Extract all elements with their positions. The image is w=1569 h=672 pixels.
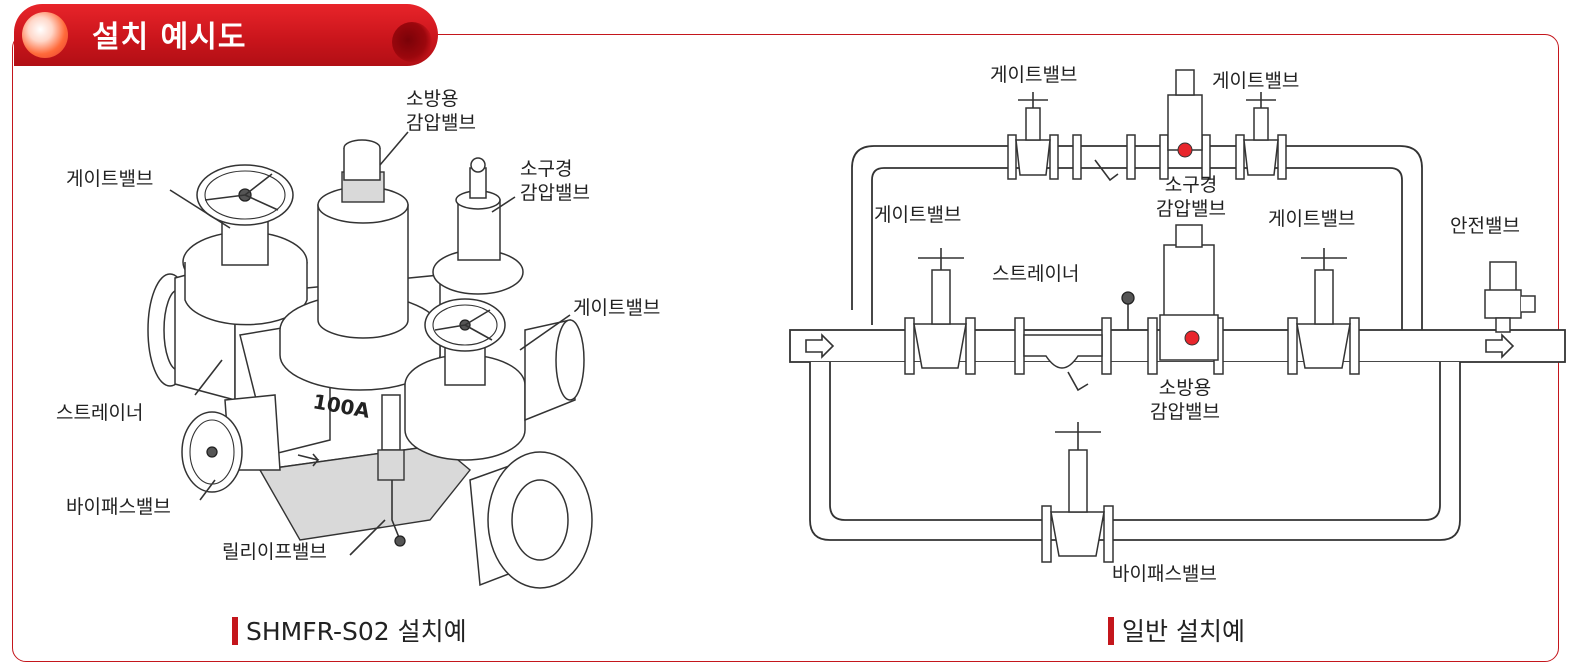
label-gate-mid-left: 게이트밸브 <box>874 204 962 226</box>
label-gate-top-left: 게이트밸브 <box>990 64 1078 86</box>
label-bypass-valve-right: 바이패스밸브 <box>1112 563 1217 585</box>
label-strainer-left: 스트레이너 <box>56 402 144 424</box>
label-strainer-right: 스트레이너 <box>992 263 1080 285</box>
caption-left-text: SHMFR-S02 설치예 <box>246 617 467 646</box>
label-small-prv-left: 소구경 감압밸브 <box>520 158 590 204</box>
label-gate-mid-right: 게이트밸브 <box>1268 208 1356 230</box>
caption-right: 일반 설치예 <box>1108 612 1245 648</box>
label-relief-valve: 릴리이프밸브 <box>222 541 327 563</box>
label-gate-top-right: 게이트밸브 <box>1212 70 1300 92</box>
section-title: 설치 예시도 <box>92 20 247 55</box>
caption-left: SHMFR-S02 설치예 <box>232 612 467 648</box>
label-fire-prv-left: 소방용 감압밸브 <box>406 88 476 134</box>
label-gate-valve-left: 게이트밸브 <box>66 168 154 190</box>
label-safety-valve: 안전밸브 <box>1450 215 1520 237</box>
left-assembly-drawing: 100A <box>147 131 593 589</box>
header-bullet-icon <box>22 12 68 58</box>
label-gate-valve-right: 게이트밸브 <box>573 297 661 319</box>
right-piping-diagram <box>789 69 1566 563</box>
label-small-prv-right: 소구경 감압밸브 <box>1156 174 1226 220</box>
caption-marker <box>232 617 238 645</box>
caption-marker <box>1108 617 1114 645</box>
label-fire-prv-right: 소방용 감압밸브 <box>1150 377 1220 423</box>
section-header-tab <box>14 4 438 66</box>
header-dot-icon <box>392 22 432 62</box>
label-bypass-valve-left: 바이패스밸브 <box>66 496 171 518</box>
caption-right-text: 일반 설치예 <box>1122 617 1245 646</box>
